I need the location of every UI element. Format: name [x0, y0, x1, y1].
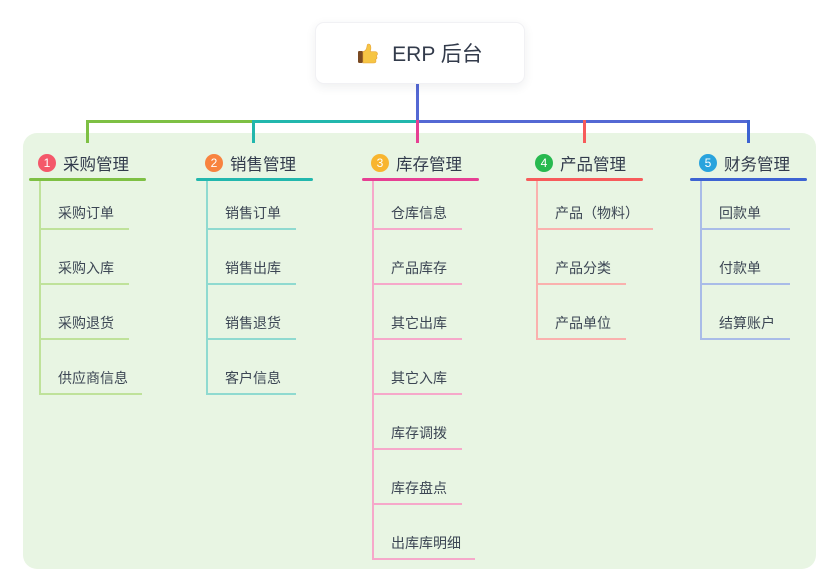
child-node[interactable]: 其它入库: [374, 340, 462, 395]
child-node[interactable]: 库存调拨: [374, 395, 462, 450]
branch-underline: [196, 178, 313, 181]
child-label: 产品（物料）: [555, 205, 639, 221]
branch-underline: [362, 178, 479, 181]
branch-label: 财务管理: [724, 156, 790, 174]
branch-children: 产品（物料） 产品分类 产品单位: [536, 181, 653, 340]
child-node[interactable]: 结算账户: [702, 285, 790, 340]
child-label: 销售订单: [225, 205, 281, 221]
child-label: 销售出库: [225, 260, 281, 276]
child-label: 结算账户: [719, 315, 775, 331]
branch-label: 产品管理: [560, 156, 626, 174]
child-node[interactable]: 产品分类: [538, 230, 626, 285]
drop-connector-finance: [747, 120, 750, 143]
child-node[interactable]: 库存盘点: [374, 450, 462, 505]
branch-number-badge: 1: [38, 154, 56, 172]
branch-children: 仓库信息 产品库存 其它出库 其它入库 库存调拨 库存盘点 出库库明细: [372, 181, 475, 560]
branch-underline: [29, 178, 146, 181]
branch-finance: 5 财务管理 回款单 付款单 结算账户: [690, 151, 807, 340]
child-node[interactable]: 出库库明细: [374, 505, 475, 560]
branch-heading-inventory[interactable]: 3 库存管理: [362, 151, 479, 175]
child-label: 仓库信息: [391, 205, 447, 221]
branch-heading-product[interactable]: 4 产品管理: [526, 151, 643, 175]
child-node[interactable]: 产品库存: [374, 230, 462, 285]
bus-segment-sales: [254, 120, 417, 123]
branch-sales: 2 销售管理 销售订单 销售出库 销售退货 客户信息: [196, 151, 313, 395]
child-label: 产品单位: [555, 315, 611, 331]
child-node[interactable]: 客户信息: [208, 340, 296, 395]
branch-number-badge: 5: [699, 154, 717, 172]
branch-children: 采购订单 采购入库 采购退货 供应商信息: [39, 181, 142, 395]
child-node[interactable]: 付款单: [702, 230, 790, 285]
branch-number-badge: 3: [371, 154, 389, 172]
child-label: 库存调拨: [391, 425, 447, 441]
child-node[interactable]: 产品（物料）: [538, 181, 653, 230]
child-label: 产品库存: [391, 260, 447, 276]
branch-number-badge: 4: [535, 154, 553, 172]
child-node[interactable]: 产品单位: [538, 285, 626, 340]
child-node[interactable]: 采购退货: [41, 285, 129, 340]
drop-connector-purchase: [86, 120, 89, 143]
child-node[interactable]: 销售订单: [208, 181, 296, 230]
branches-background-panel: [23, 133, 816, 569]
thumbs-up-icon: [358, 43, 378, 64]
child-node[interactable]: 回款单: [702, 181, 790, 230]
branch-label: 库存管理: [396, 156, 462, 174]
branch-purchase: 1 采购管理 采购订单 采购入库 采购退货 供应商信息: [29, 151, 146, 395]
child-node[interactable]: 仓库信息: [374, 181, 462, 230]
child-node[interactable]: 采购入库: [41, 230, 129, 285]
child-label: 采购订单: [58, 205, 114, 221]
root-title: ERP 后台: [392, 43, 483, 66]
branch-underline: [690, 178, 807, 181]
child-label: 回款单: [719, 205, 761, 221]
child-label: 采购退货: [58, 315, 114, 331]
child-node[interactable]: 销售退货: [208, 285, 296, 340]
branch-heading-finance[interactable]: 5 财务管理: [690, 151, 807, 175]
child-label: 其它出库: [391, 315, 447, 331]
child-node[interactable]: 其它出库: [374, 285, 462, 340]
branch-inventory: 3 库存管理 仓库信息 产品库存 其它出库 其它入库 库存调拨 库存盘点 出库库…: [362, 151, 479, 560]
child-label: 付款单: [719, 260, 761, 276]
root-connector-line: [416, 82, 419, 121]
bus-segment-purchase: [86, 120, 254, 123]
branch-label: 采购管理: [63, 156, 129, 174]
child-label: 采购入库: [58, 260, 114, 276]
child-label: 产品分类: [555, 260, 611, 276]
branch-product: 4 产品管理 产品（物料） 产品分类 产品单位: [526, 151, 653, 340]
branch-label: 销售管理: [230, 156, 296, 174]
child-label: 库存盘点: [391, 480, 447, 496]
branch-children: 回款单 付款单 结算账户: [700, 181, 790, 340]
child-label: 销售退货: [225, 315, 281, 331]
drop-connector-sales: [252, 120, 255, 143]
child-node[interactable]: 销售出库: [208, 230, 296, 285]
child-label: 其它入库: [391, 370, 447, 386]
child-label: 出库库明细: [391, 535, 461, 551]
drop-connector-product: [583, 120, 586, 143]
branch-heading-purchase[interactable]: 1 采购管理: [29, 151, 146, 175]
branch-heading-sales[interactable]: 2 销售管理: [196, 151, 313, 175]
branch-children: 销售订单 销售出库 销售退货 客户信息: [206, 181, 296, 395]
child-node[interactable]: 采购订单: [41, 181, 129, 230]
branch-underline: [526, 178, 643, 181]
child-label: 供应商信息: [58, 370, 128, 386]
root-node[interactable]: ERP 后台: [315, 22, 525, 84]
drop-connector-inventory: [416, 120, 419, 143]
child-label: 客户信息: [225, 370, 281, 386]
child-node[interactable]: 供应商信息: [41, 340, 142, 395]
branch-number-badge: 2: [205, 154, 223, 172]
